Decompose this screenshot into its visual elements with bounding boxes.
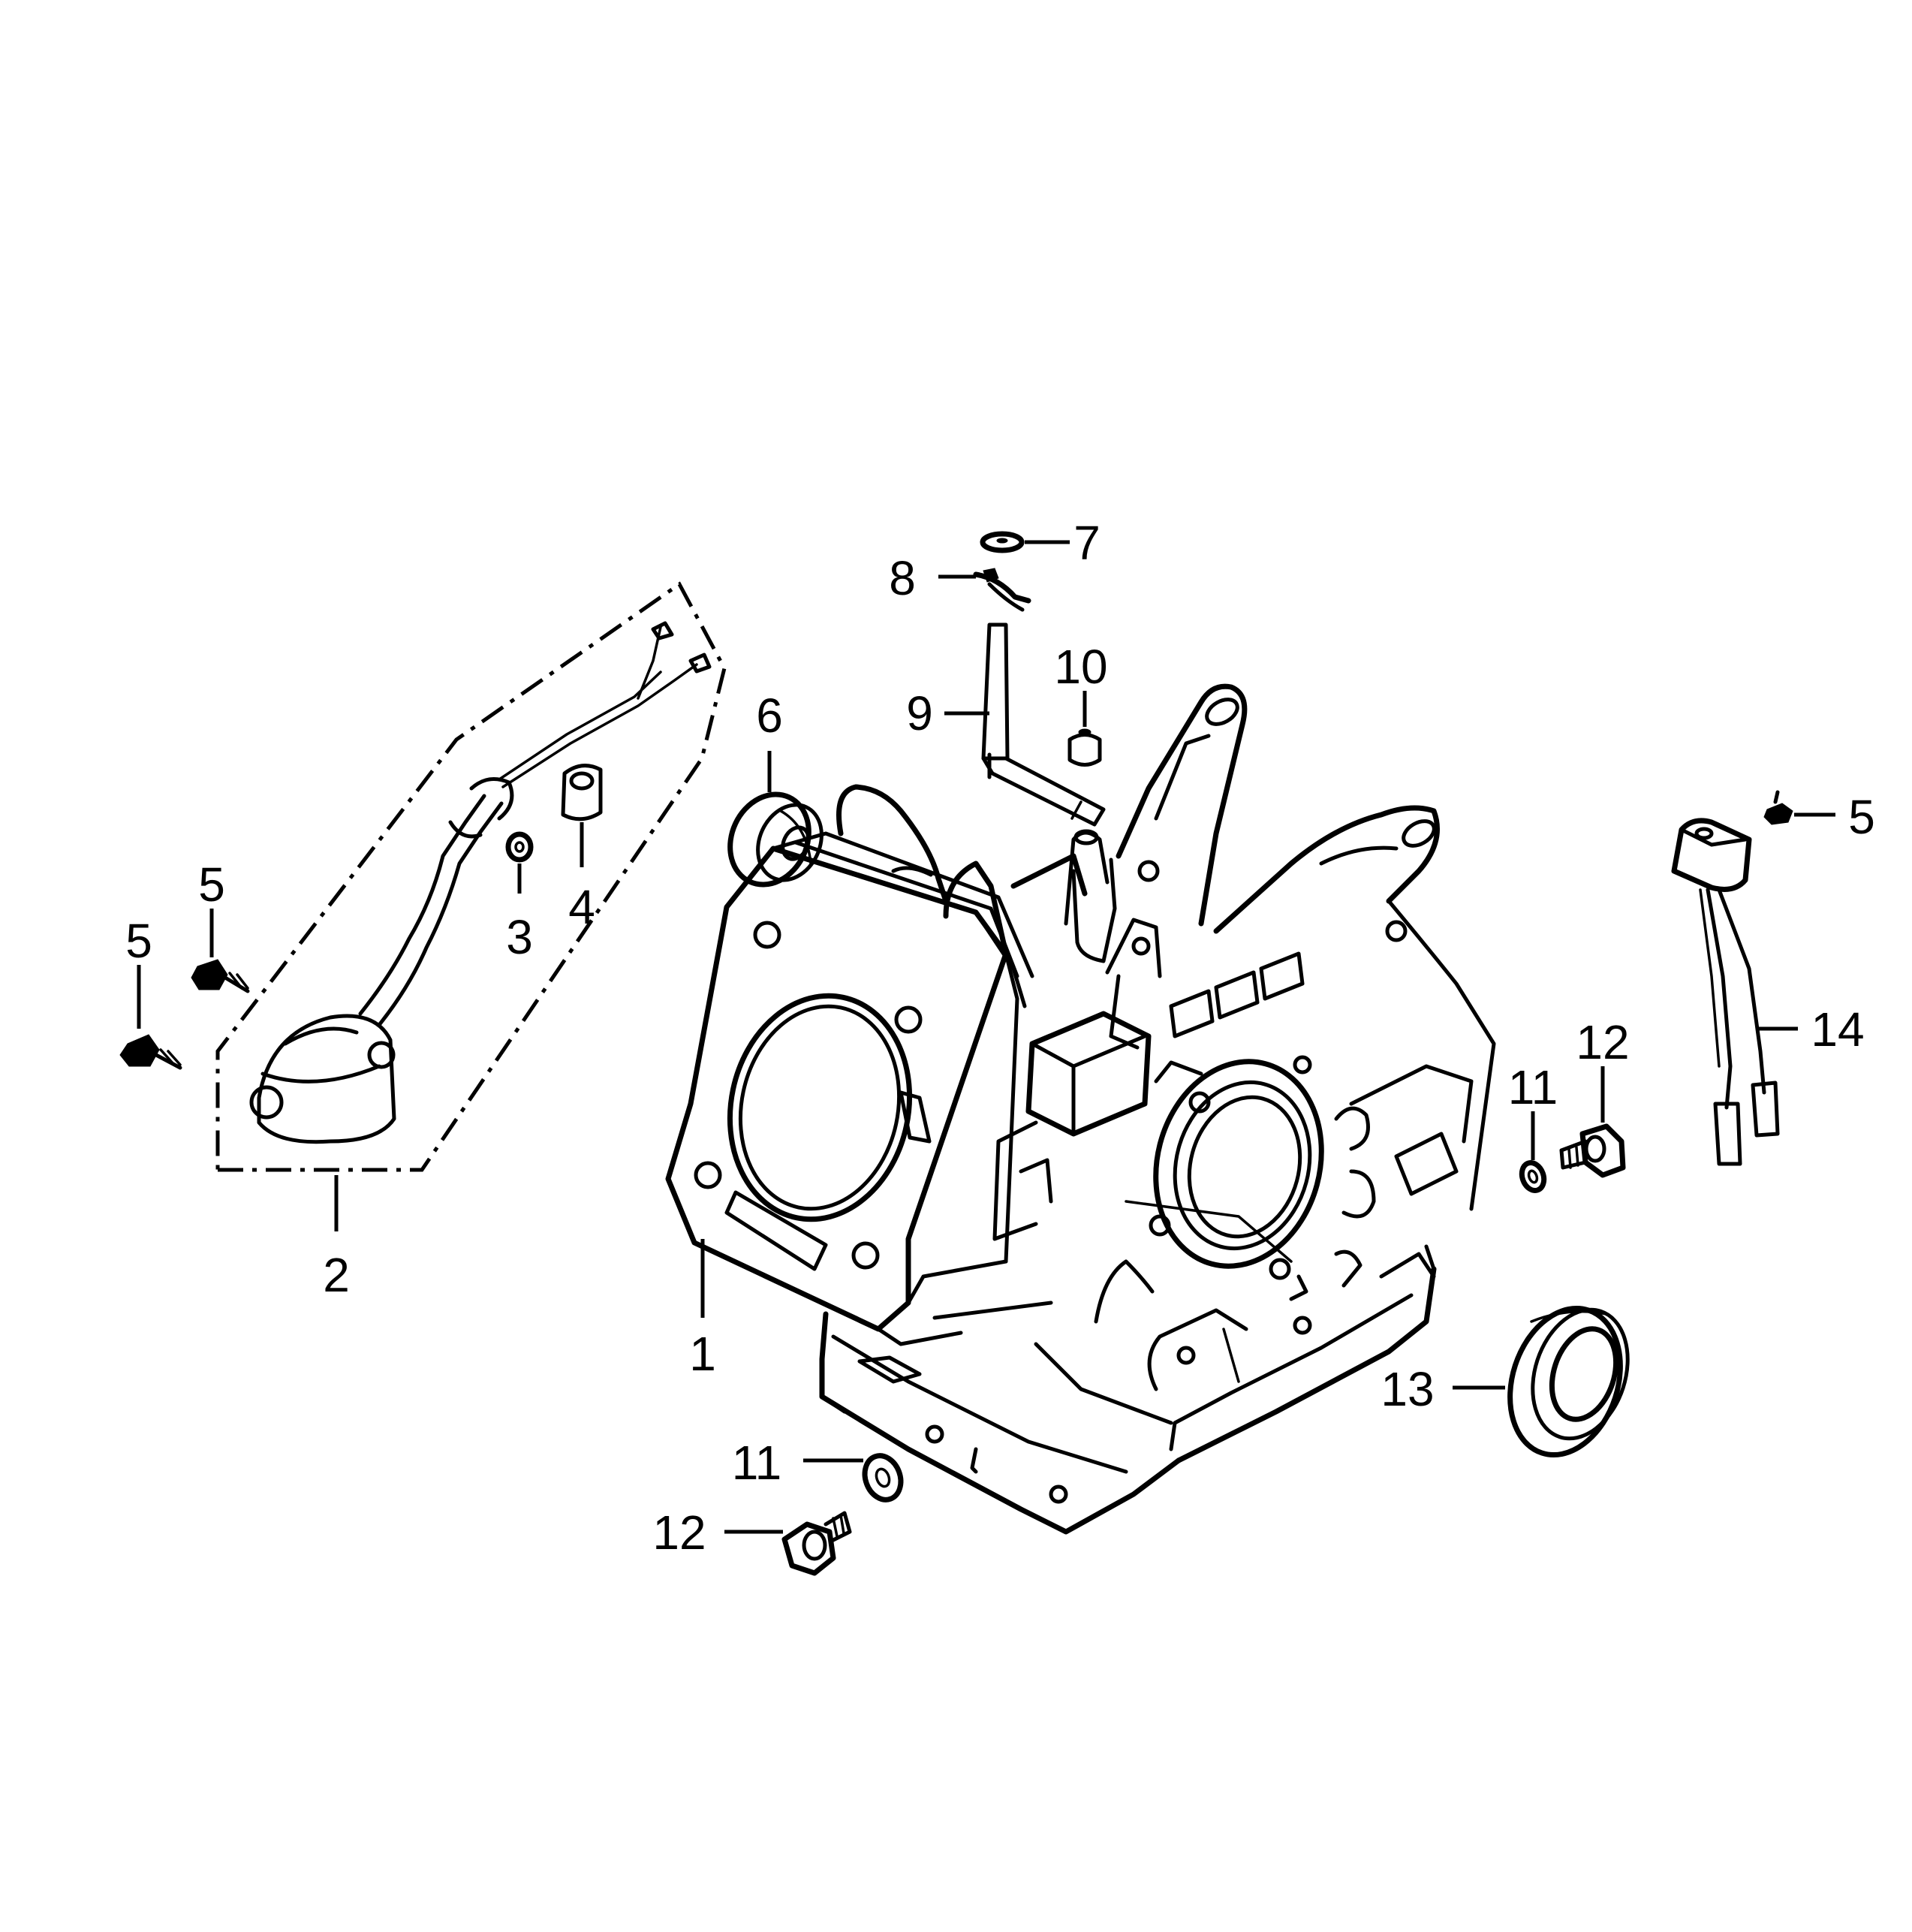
clip-part-8 (973, 568, 1031, 612)
bearing-part-6 (727, 791, 824, 888)
callout-labels: 1 2 3 4 5 5 5 6 7 8 9 10 11 11 12 12 13 … (125, 516, 1875, 1560)
callout-8: 8 (889, 551, 916, 605)
o-ring-part-3 (505, 831, 534, 863)
drain-plug-part-12-bottom (781, 1511, 852, 1576)
oil-sensor-wires (498, 621, 712, 788)
callout-13: 13 (1381, 1362, 1434, 1416)
callout-11-bottom: 11 (732, 1436, 781, 1490)
callout-2: 2 (323, 1248, 350, 1302)
oil-seal-part-13 (1507, 1305, 1630, 1458)
callout-12-right: 12 (1576, 1015, 1629, 1069)
callout-3: 3 (506, 910, 533, 964)
callout-5-right: 5 (1848, 790, 1875, 844)
callout-4: 4 (568, 880, 595, 934)
callout-10: 10 (1054, 640, 1107, 694)
cylinder-block-part-1 (665, 683, 1496, 1535)
oil-sensor-hose (358, 777, 514, 1027)
oil-sensor-assembly-group (215, 581, 727, 1172)
washer-part-7 (980, 531, 1025, 553)
callout-9: 9 (906, 686, 933, 740)
callout-5-left: 5 (125, 914, 152, 968)
cap-part-10 (1067, 728, 1102, 767)
washer-part-11-bottom (862, 1453, 904, 1502)
callout-11-right: 11 (1508, 1060, 1558, 1114)
oil-level-switch-part-14 (1671, 818, 1780, 1166)
callout-1: 1 (689, 1327, 716, 1381)
screw-part-5-right (1763, 790, 1793, 825)
callout-12-bottom: 12 (652, 1506, 706, 1560)
cylinder-face (665, 845, 1009, 1332)
leader-lines (137, 540, 1835, 1534)
callout-5-mid: 5 (198, 857, 225, 912)
bolt-part-5-left (119, 1034, 182, 1070)
washer-part-11-right (1519, 1160, 1547, 1193)
callout-7: 7 (1073, 516, 1101, 570)
collar-part-4 (561, 764, 603, 821)
callout-6: 6 (756, 689, 783, 743)
callout-14: 14 (1811, 1002, 1864, 1056)
drain-plug-part-12-right (1559, 1123, 1626, 1178)
bolt-part-5-mid (191, 959, 250, 993)
oil-sensor-body (249, 1014, 396, 1144)
